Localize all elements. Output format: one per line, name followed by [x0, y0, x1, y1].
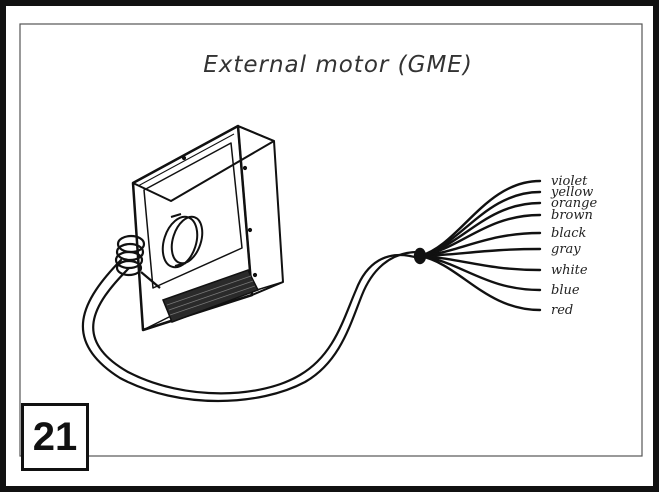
motor-housing: [131, 124, 284, 332]
wire-red: [418, 254, 542, 312]
main-cable: [81, 250, 420, 403]
wire-label-violet: violet: [551, 174, 588, 189]
ventilation-grille: [162, 269, 260, 323]
figure-number-box: 21: [21, 403, 89, 471]
wire-brown: [418, 213, 542, 258]
housing-front-recess: [143, 142, 243, 289]
wire-label-orange: orange: [551, 196, 597, 211]
wire-fan: [413, 179, 542, 312]
wire-label-blue: blue: [551, 283, 580, 298]
wire-label-gray: gray: [551, 242, 581, 257]
wire-white: [418, 254, 542, 272]
wire-label-red: red: [551, 303, 573, 318]
diagram-title: External motor (GME): [203, 52, 473, 78]
wire-label-brown: brown: [551, 208, 593, 223]
motor-shaft-cover: [161, 213, 204, 269]
wire-junction: [413, 247, 427, 265]
figure-number: 21: [32, 415, 78, 459]
housing-top-face: [132, 125, 275, 202]
wire-label-white: white: [551, 263, 588, 278]
wire-label-yellow: yellow: [550, 185, 593, 200]
inner-frame: [19, 23, 643, 457]
wire-violet: [418, 179, 542, 258]
wire-blue: [418, 254, 542, 292]
wire-gray: [418, 247, 542, 258]
housing-bottom-face: [142, 281, 284, 331]
wire-label-black: black: [551, 226, 587, 241]
